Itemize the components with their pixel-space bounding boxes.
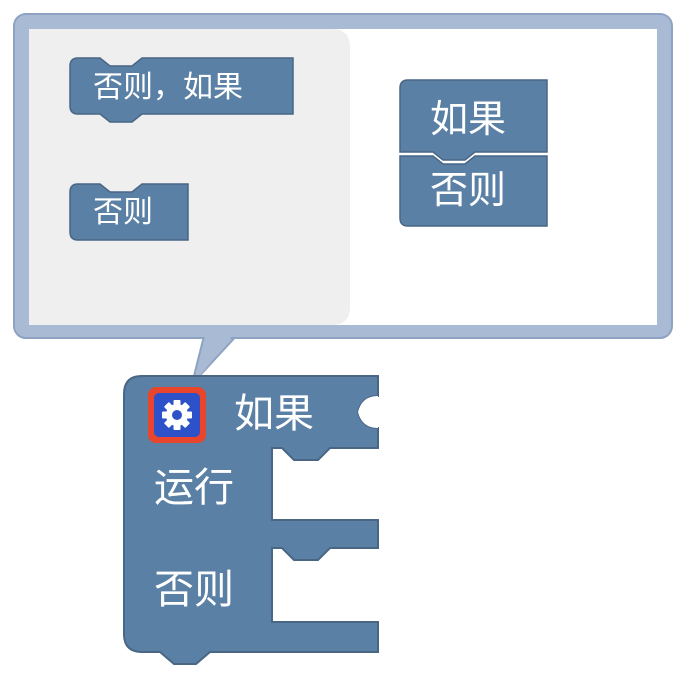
mini-else-block[interactable] bbox=[399, 155, 548, 227]
flyout-else-label: 否则 bbox=[93, 195, 153, 230]
mini-else-label: 否则 bbox=[430, 168, 507, 212]
flyout-elseif-label: 否则，如果 bbox=[93, 70, 243, 105]
gear-icon[interactable] bbox=[148, 387, 206, 443]
main-else-label: 否则 bbox=[154, 567, 234, 613]
main-if-block[interactable] bbox=[123, 375, 379, 665]
main-if-label: 如果 bbox=[234, 391, 314, 437]
flyout-block-elseif[interactable] bbox=[69, 57, 294, 123]
mini-if-label: 如果 bbox=[430, 97, 507, 141]
mini-if-block[interactable] bbox=[399, 79, 548, 161]
main-do-label: 运行 bbox=[154, 465, 234, 511]
flyout-block-else[interactable] bbox=[69, 183, 189, 241]
bubble-tail-fill bbox=[198, 336, 232, 378]
